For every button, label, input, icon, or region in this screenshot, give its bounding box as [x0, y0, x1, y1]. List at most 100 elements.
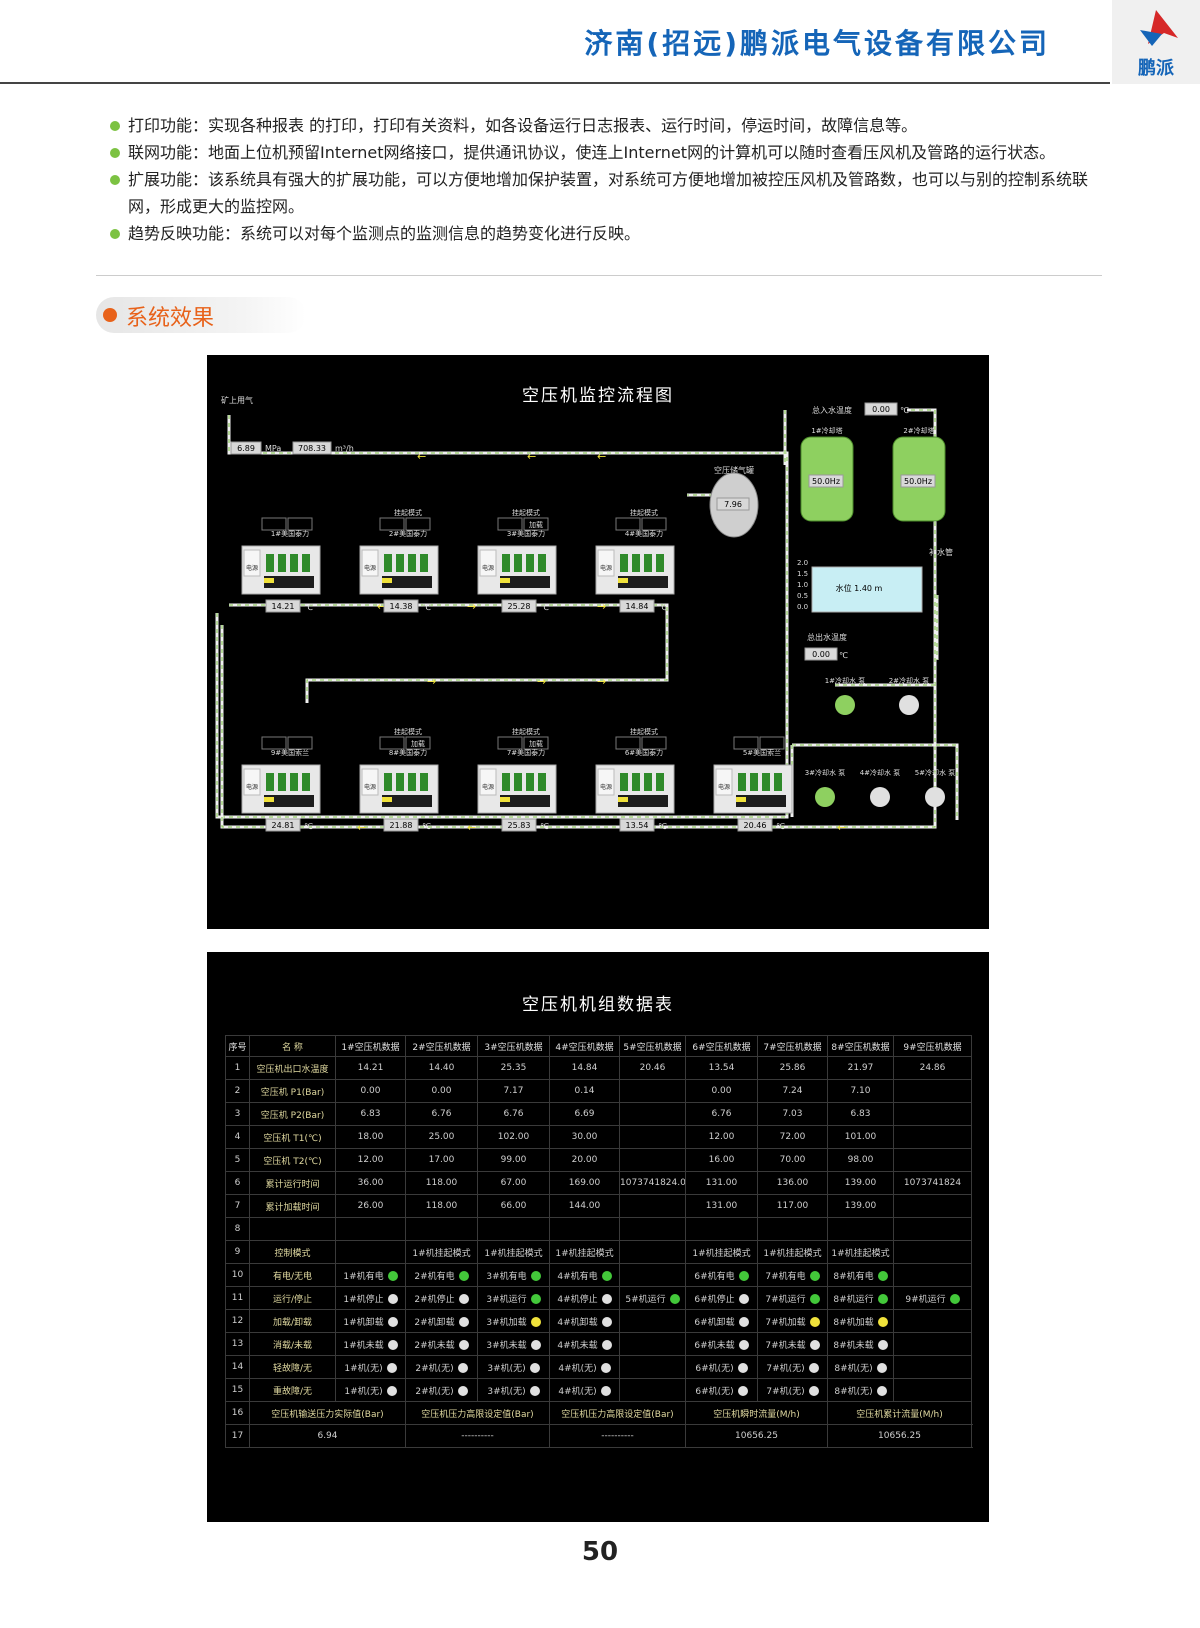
status-text: 3#机有电	[486, 1271, 527, 1282]
status-cell: 7#机加载	[757, 1309, 828, 1333]
summary-label: 空压机累计流量(M/h)	[827, 1401, 972, 1425]
compressor-bottom-module	[302, 773, 310, 791]
compressor-top-module	[538, 554, 546, 572]
row-number: 14	[225, 1355, 250, 1379]
table-cell: 18.00	[335, 1125, 406, 1149]
compressor-bottom-mode-box	[261, 736, 287, 750]
status-text: 7#机(无)	[766, 1363, 805, 1374]
status-indicator-icon	[601, 1317, 612, 1327]
compressor-bottom-panel	[243, 768, 261, 796]
compressor-top-temp-unit: ℃	[304, 603, 313, 612]
table-cell: 0.00	[405, 1079, 478, 1103]
inlet-temp-value: 0.00	[872, 405, 890, 414]
status-cell: 1#机停止	[335, 1286, 406, 1310]
status-indicator-icon	[529, 1363, 540, 1373]
column-header: 6#空压机数据	[685, 1035, 758, 1057]
flow-value: 708.33	[298, 444, 326, 453]
row-name: 轻故障/无	[249, 1355, 336, 1379]
status-cell	[893, 1263, 972, 1287]
compressor-bottom-base	[500, 795, 550, 807]
table-cell: 7.17	[477, 1079, 550, 1103]
status-cell: 6#机卸载	[685, 1309, 758, 1333]
compressor-bottom-temp: 21.88	[390, 821, 413, 830]
status-text: 1#机卸载	[343, 1317, 384, 1328]
compressor-bottom-panel	[597, 768, 615, 796]
compressor-top-temp-unit: ℃	[540, 603, 549, 612]
status-indicator-icon	[877, 1271, 888, 1281]
feature-list: 打印功能：实现各种报表 的打印，打印有关资料，如各设备运行日志报表、运行时间，停…	[110, 112, 1100, 247]
compressor-top-load: 加载	[529, 520, 543, 529]
compressor-bottom-load: 加载	[529, 739, 543, 748]
status-text: 6#机卸载	[694, 1317, 735, 1328]
page-header: 济南(招远)鹏派电气设备有限公司 鹏派	[0, 0, 1200, 84]
compressor-bottom-indicator	[264, 797, 274, 802]
column-header: 5#空压机数据	[619, 1035, 686, 1057]
table-cell: 118.00	[405, 1194, 478, 1218]
feature-item: 趋势反映功能：系统可以对每个监测点的监测信息的趋势变化进行反映。	[110, 220, 1100, 247]
status-text: 7#机运行	[765, 1294, 806, 1305]
compressor-bottom-load-box	[523, 736, 549, 750]
status-indicator-icon	[387, 1294, 398, 1304]
row-number: 2	[225, 1079, 250, 1103]
status-cell	[893, 1355, 972, 1379]
row-number: 10	[225, 1263, 250, 1287]
table-cell: 1#机挂起模式	[827, 1240, 894, 1264]
status-indicator-icon	[458, 1317, 469, 1327]
pressure-unit: MPa	[265, 444, 281, 453]
table-cell: 118.00	[405, 1171, 478, 1195]
flow-arrow-icon: ←	[527, 450, 536, 463]
table-cell	[335, 1240, 406, 1264]
compressor-top-panel	[243, 549, 261, 577]
table-cell	[893, 1125, 972, 1149]
status-text: 3#机加载	[486, 1317, 527, 1328]
flow-arrow-icon: ←	[467, 821, 476, 834]
row-name: 空压机 T1(℃)	[249, 1125, 336, 1149]
status-cell: 2#机(无)	[405, 1378, 478, 1402]
status-indicator-icon	[669, 1294, 680, 1304]
status-indicator-icon	[809, 1294, 820, 1304]
status-text: 3#机未载	[486, 1340, 527, 1351]
compressor-bottom-module	[266, 773, 274, 791]
company-title: 济南(招远)鹏派电气设备有限公司	[584, 27, 1050, 60]
table-cell: 67.00	[477, 1171, 550, 1195]
summary-label: 空压机瞬时流量(M/h)	[685, 1401, 828, 1425]
section-heading: 系统效果	[96, 297, 306, 333]
compressor-top-temp: 14.21	[272, 602, 295, 611]
pump-4	[870, 787, 890, 807]
pipe-mid	[229, 603, 669, 703]
compressor-bottom-module	[526, 773, 534, 791]
status-indicator-icon	[738, 1271, 749, 1281]
status-cell: 6#机(无)	[685, 1378, 758, 1402]
status-cell: 7#机运行	[757, 1286, 828, 1310]
status-text: 7#机未载	[765, 1340, 806, 1351]
table-cell	[893, 1148, 972, 1172]
compressor-bottom-power-label: 电源	[600, 783, 612, 791]
status-cell	[893, 1378, 972, 1402]
compressor-bottom-module	[396, 773, 404, 791]
flow-unit: m³/h	[335, 444, 354, 453]
column-header: 4#空压机数据	[549, 1035, 620, 1057]
table-cell	[893, 1079, 972, 1103]
table-cell: 72.00	[757, 1125, 828, 1149]
status-text: 5#机运行	[625, 1294, 666, 1305]
status-cell: 2#机未载	[405, 1332, 478, 1356]
compressor-top-load-box	[523, 517, 549, 531]
water-level: 水位 1.40 m	[836, 583, 883, 593]
status-indicator-icon	[387, 1317, 398, 1327]
row-name: 有电/无电	[249, 1263, 336, 1287]
pipe-pump-bottom	[792, 743, 959, 820]
compressor-bottom-temp-box	[383, 818, 419, 832]
status-cell: 6#机停止	[685, 1286, 758, 1310]
compressor-bottom-base	[382, 795, 432, 807]
compressor-top-panel	[479, 549, 497, 577]
status-cell: 8#机运行	[827, 1286, 894, 1310]
row-name: 运行/停止	[249, 1286, 336, 1310]
compressor-top-mode-box	[379, 517, 405, 531]
compressor-top-temp-box	[265, 599, 301, 613]
status-indicator-icon	[738, 1317, 749, 1327]
compressor-top-temp: 14.38	[390, 602, 413, 611]
compressor-bottom-indicator	[736, 797, 746, 802]
status-cell: 1#机(无)	[335, 1378, 406, 1402]
